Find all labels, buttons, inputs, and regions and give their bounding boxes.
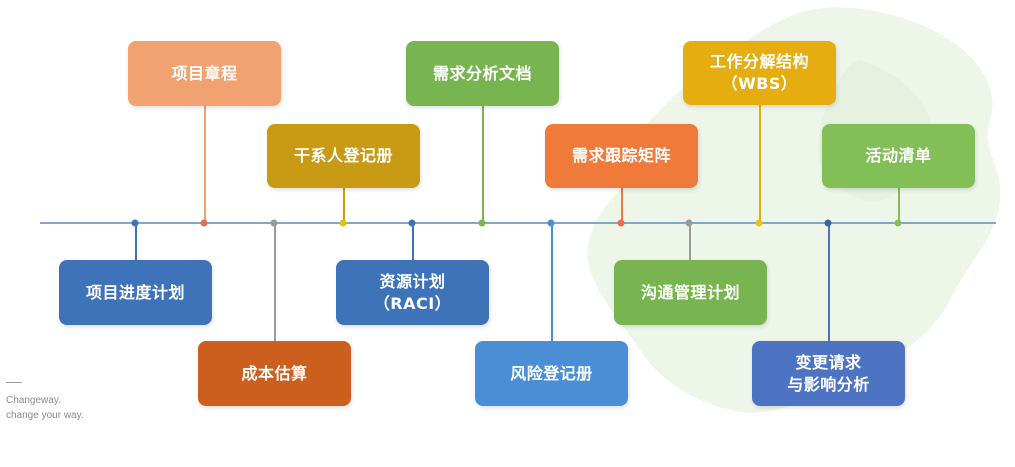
timeline-dot-risk [547,219,555,227]
node-label: 工作分解结构 [709,52,809,71]
node-label: 干系人登记册 [293,146,393,165]
connector-stakeholder [343,188,345,223]
connector-requirements-doc [482,106,484,223]
node-project-charter: 项目章程 [128,41,281,106]
node-label: 资源计划 [379,271,446,291]
node-requirements-traceability-matrix: 需求跟踪矩阵 [545,124,698,188]
node-label: 沟通管理计划 [640,282,740,302]
node-label: 需求跟踪矩阵 [571,146,671,165]
timeline-dot-cost [270,219,278,227]
brand-line-1: Changeway. [6,395,61,406]
node-label: 变更请求 [795,352,862,372]
timeline-dot-resource [408,219,416,227]
node-work-breakdown-structure: 工作分解结构 （WBS） [683,41,836,105]
node-label: 活动清单 [865,146,932,165]
node-cost-estimate: 成本估算 [198,341,351,406]
connector-risk [551,223,553,341]
node-requirements-analysis-doc: 需求分析文档 [406,41,559,106]
node-activity-list: 活动清单 [822,124,975,188]
timeline-dot-wbs [755,219,763,227]
connector-communication [689,223,691,260]
connector-schedule [135,223,137,260]
node-label: 需求分析文档 [432,63,532,83]
connector-cost [274,223,276,341]
timeline-dot-charter [200,219,208,227]
node-label-sub: （RACI） [373,293,452,313]
timeline-dot-requirements-doc [478,219,486,227]
connector-wbs [759,105,761,223]
timeline-dot-stakeholder [339,219,347,227]
timeline-dot-communication [685,219,693,227]
node-project-schedule: 项目进度计划 [59,260,212,325]
node-communication-plan: 沟通管理计划 [614,260,767,325]
brand-watermark: Changeway. change your way. [6,382,84,423]
connector-activity-list [898,188,900,223]
node-label: 项目进度计划 [85,282,185,302]
node-risk-register: 风险登记册 [475,341,628,406]
node-label: 项目章程 [171,63,238,83]
connector-traceability [621,188,623,223]
node-stakeholder-register: 干系人登记册 [267,124,420,188]
timeline-axis [40,222,996,224]
timeline-dot-activity-list [894,219,902,227]
node-change-request: 变更请求 与影响分析 [752,341,905,406]
connector-resource [412,223,414,260]
node-label-sub: （WBS） [721,74,798,93]
node-resource-plan: 资源计划 （RACI） [336,260,489,325]
connector-charter [204,105,206,223]
node-label: 成本估算 [241,363,308,383]
connector-change [828,223,830,341]
node-label: 风险登记册 [510,363,593,383]
brand-dash [6,382,22,383]
timeline-dot-schedule [131,219,139,227]
node-label-sub: 与影响分析 [787,374,870,394]
timeline-dot-change [824,219,832,227]
timeline-dot-traceability [617,219,625,227]
brand-line-2: change your way. [6,410,84,421]
